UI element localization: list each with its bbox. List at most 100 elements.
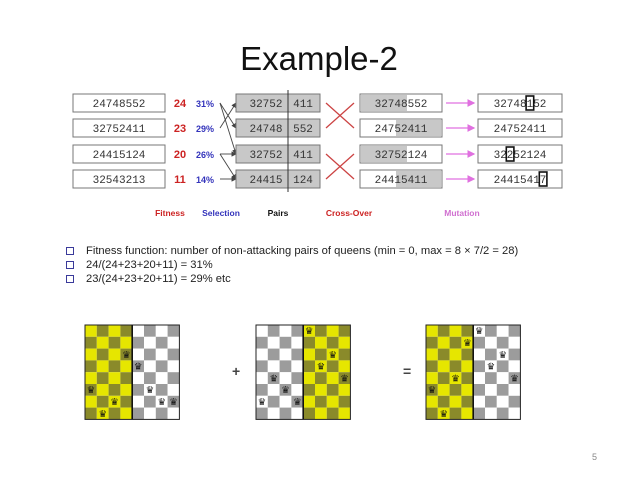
board-child-square [449, 372, 462, 384]
board-parent-2-square [279, 348, 292, 361]
board-child-square [437, 325, 450, 337]
queen-icon: ♛ [475, 326, 483, 337]
board-child-square [449, 325, 462, 337]
board-parent-2-square [256, 360, 268, 373]
crossover-shade [396, 171, 441, 187]
board-child-square [426, 336, 438, 349]
board-child-square [473, 336, 485, 349]
board-child-square [508, 325, 521, 337]
board-parent-1-square [155, 336, 168, 349]
board-parent-2-square [267, 325, 280, 337]
board-parent-2-square [267, 360, 280, 373]
page-number: 5 [592, 452, 598, 462]
board-child-square [496, 325, 509, 337]
board-parent-2-square [315, 360, 327, 373]
board-child-square [426, 360, 438, 373]
board-parent-2-square [326, 325, 339, 337]
board-parent-1-square [167, 325, 180, 337]
board-parent-1-square [120, 395, 133, 408]
board-parent-1-square [85, 372, 97, 384]
plus-operator: + [232, 363, 241, 379]
board-parent-1-square [96, 325, 109, 337]
queen-icon: ♛ [110, 397, 118, 408]
board-parent-2-square [291, 348, 304, 361]
board-child-square [496, 372, 509, 384]
bullet-box-icon [66, 247, 74, 255]
board-parent-1-square [108, 407, 121, 420]
board-parent-1-square [120, 348, 133, 361]
board-parent-2-square [303, 395, 315, 408]
board-child-square [449, 395, 462, 408]
board-child-square [473, 360, 485, 373]
board-child-square [426, 348, 438, 361]
board-parent-1-square [155, 372, 168, 384]
board-parent-2-square [279, 384, 292, 396]
board-parent-1-square [144, 407, 156, 420]
board-child-square [496, 407, 509, 420]
bullet-list: Fitness function: number of non-attackin… [66, 244, 566, 286]
board-child-square [461, 372, 474, 384]
board-parent-1-square [85, 360, 97, 373]
queen-icon: ♛ [169, 397, 177, 408]
crossover-connector [325, 102, 341, 129]
board-child-square [437, 360, 450, 373]
board-parent-1-square [155, 360, 168, 373]
step-label: Pairs [268, 208, 289, 218]
crossover-genes: 32748552 [375, 99, 428, 111]
board-child-square [426, 372, 438, 384]
board-child-square [437, 372, 450, 384]
mutation-genes: 24752411 [494, 124, 547, 136]
queen-icon: ♛ [451, 373, 459, 384]
crossover-shade [396, 120, 441, 136]
board-parent-1-square [120, 384, 133, 396]
board-parent-1-square [144, 395, 156, 408]
board-parent-1-square [96, 384, 109, 396]
board-parent-2-square [338, 395, 351, 408]
board-child-square [437, 395, 450, 408]
board-parent-2-square [315, 407, 327, 420]
pair-box [235, 169, 321, 189]
board-parent-1-square [96, 395, 109, 408]
board-child-square [485, 360, 497, 373]
pair-right-genes: 411 [293, 99, 313, 111]
board-parent-1-square [155, 407, 168, 420]
fitness-percent: 29% [196, 124, 214, 134]
pair-right-genes: 124 [293, 175, 313, 187]
board-parent-1-square [108, 336, 121, 349]
step-label: Mutation [444, 208, 479, 218]
board-parent-1-square [132, 372, 144, 384]
board-parent-2-square [256, 348, 268, 361]
pair-right-genes: 411 [293, 150, 313, 162]
board-parent-2-square [303, 384, 315, 396]
board-parent-2-square [256, 372, 268, 384]
board-child-square [485, 372, 497, 384]
board-parent-1-square [96, 336, 109, 349]
board-child-square [473, 325, 485, 337]
board-parent-1-square [167, 395, 180, 408]
board-parent-2-square [303, 325, 315, 337]
mutation-genes: 24415417 [494, 175, 547, 187]
board-parent-1-square [108, 325, 121, 337]
board-parent-1-square [85, 384, 97, 396]
crossover-genes: 32752124 [375, 150, 428, 162]
fitness-score: 20 [174, 149, 186, 161]
bullet-example-1: 24/(24+23+20+11) = 31% [66, 258, 566, 272]
mutated-gene-highlight [525, 95, 535, 111]
board-child-square [461, 360, 474, 373]
board-child-square [508, 336, 521, 349]
crossover-connector [339, 153, 355, 180]
board-child-square [473, 348, 485, 361]
board-parent-1-square [120, 336, 133, 349]
queen-icon: ♛ [122, 350, 130, 361]
queen-icon: ♛ [463, 338, 471, 349]
board-parent-2-square [267, 336, 280, 349]
board-parent-1-square [132, 360, 144, 373]
board-parent-2-square [256, 384, 268, 396]
queen-icon: ♛ [317, 362, 325, 373]
board-parent-2-square [326, 372, 339, 384]
board-child-square [461, 384, 474, 396]
board-parent-2-square [303, 360, 315, 373]
board-parent-2-square [279, 407, 292, 420]
fitness-score: 23 [174, 123, 186, 135]
